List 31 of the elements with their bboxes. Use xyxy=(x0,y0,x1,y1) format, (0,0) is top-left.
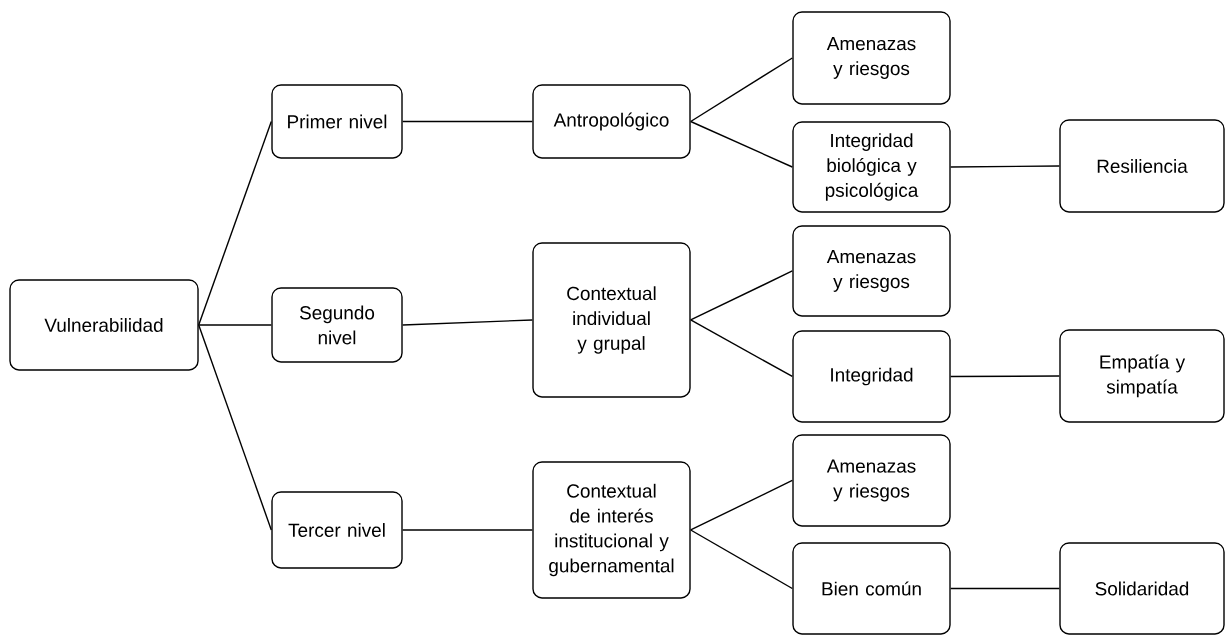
text-box: Empatía y simpatía xyxy=(1059,329,1225,423)
connector-line xyxy=(690,319,793,378)
text-box: Amenazas y riesgos xyxy=(792,11,951,105)
connector-line xyxy=(690,57,793,123)
connector-line xyxy=(950,587,1060,590)
connector-line xyxy=(950,165,1060,168)
connector-line xyxy=(690,120,793,168)
text-box: Antropológico xyxy=(532,84,691,159)
text-box: Resiliencia xyxy=(1059,119,1225,213)
connector-line xyxy=(690,479,793,531)
text-box: Bien común xyxy=(792,542,951,635)
connector-line xyxy=(198,324,272,326)
text-box: Contextual individual y grupal xyxy=(532,242,691,398)
connector-line xyxy=(690,529,793,590)
text-box: Amenazas y riesgos xyxy=(792,434,951,527)
text-box: Tercer nivel xyxy=(271,491,403,569)
connector-line xyxy=(690,270,793,321)
text-box: Amenazas y riesgos xyxy=(792,225,951,317)
connector-line xyxy=(198,120,272,326)
connector-line xyxy=(402,319,533,326)
text-box: Vulnerabilidad xyxy=(9,279,199,371)
text-box: Integridad xyxy=(792,330,951,423)
connector-line xyxy=(402,120,533,123)
text-box: Solidaridad xyxy=(1059,542,1225,635)
connector-line xyxy=(402,529,533,531)
connector-line xyxy=(950,375,1060,378)
connector-line xyxy=(198,324,272,531)
text-box: Integridad biológica y psicológica xyxy=(792,121,951,213)
text-box: Segundo nivel xyxy=(271,287,403,363)
text-box: Contextual de interés institucional y gubernamental xyxy=(532,461,691,599)
text-box: Primer nivel xyxy=(271,84,403,159)
